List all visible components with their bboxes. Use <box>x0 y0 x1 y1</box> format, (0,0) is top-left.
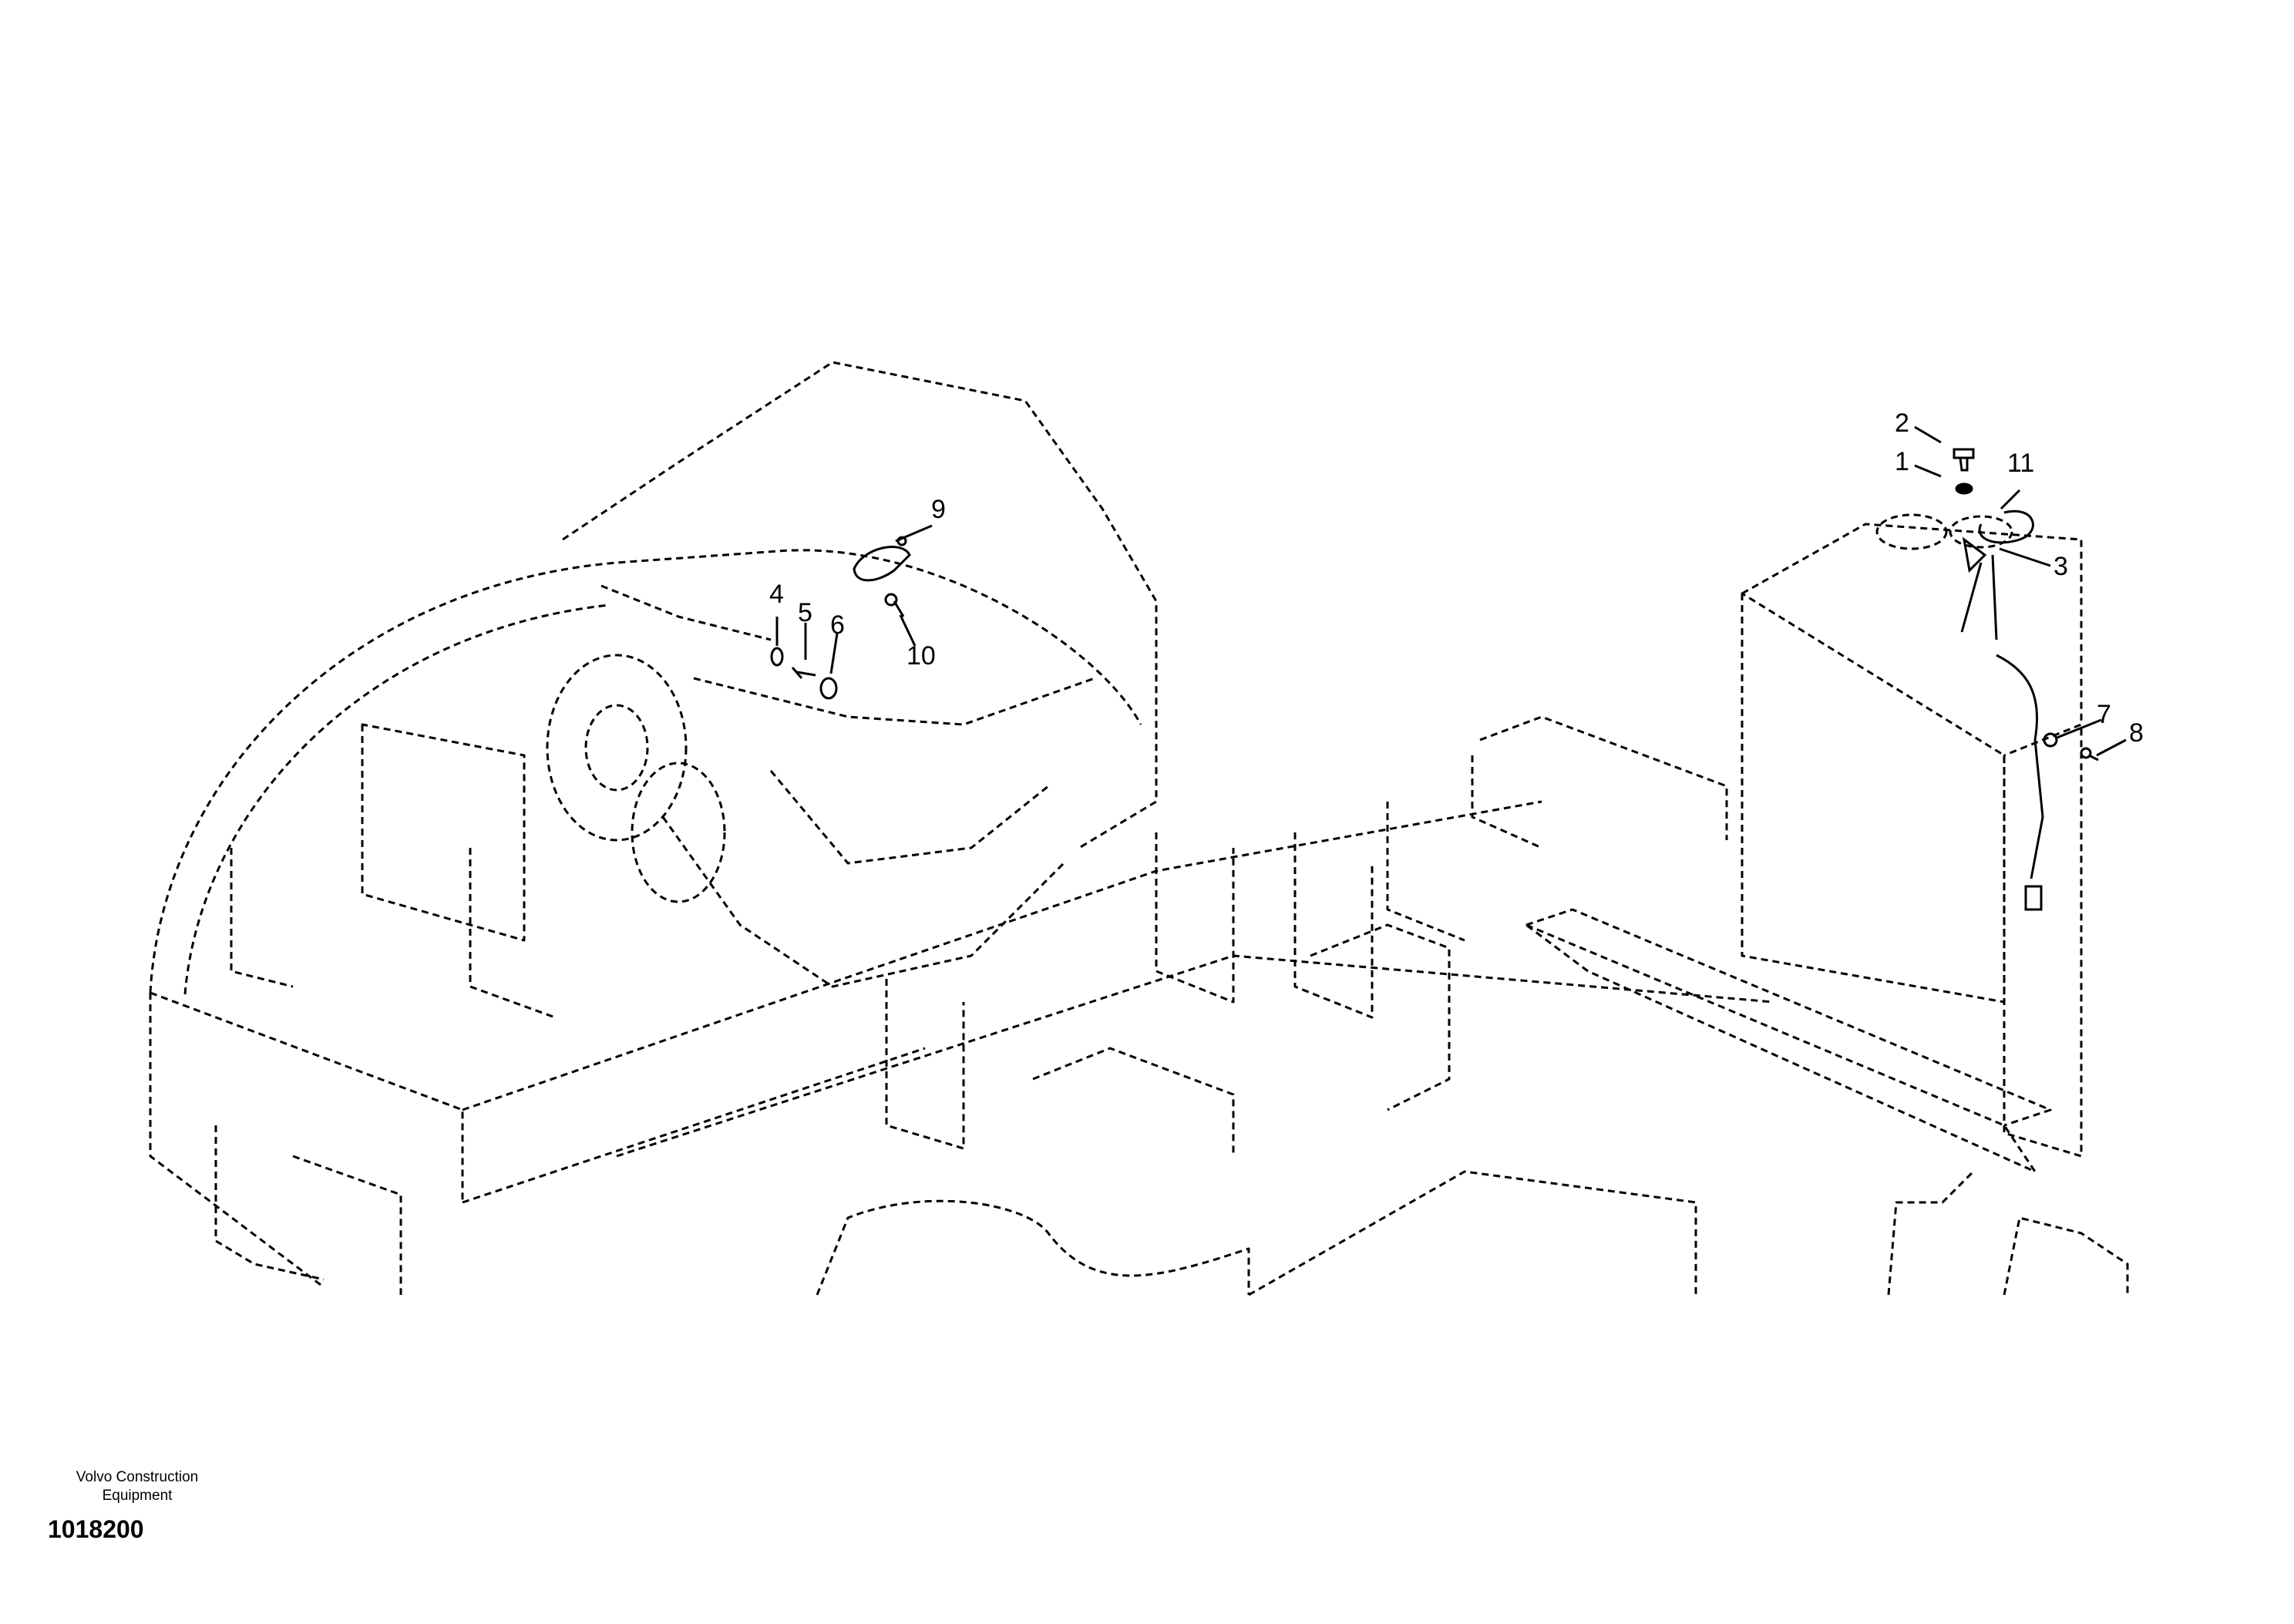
callout-1: 1 <box>1895 447 1909 476</box>
leader-line-3 <box>1999 547 2051 567</box>
leader-line-9 <box>895 524 933 543</box>
leader-lines <box>775 425 2127 757</box>
document-number: 1018200 <box>48 1515 144 1543</box>
callout-9: 9 <box>931 495 946 524</box>
callout-7: 7 <box>2097 700 2111 729</box>
leader-line-11 <box>2000 489 2021 510</box>
callout-labels: 2 1 11 3 7 8 9 4 5 6 10 <box>769 409 2144 748</box>
publisher-line-2: Equipment <box>102 1488 173 1504</box>
publisher-line-1: Volvo Construction <box>76 1469 199 1485</box>
callout-2: 2 <box>1895 409 1909 438</box>
machine-frame-outline <box>149 361 2129 1296</box>
callout-11: 11 <box>2007 449 2034 478</box>
callout-8: 8 <box>2129 718 2144 748</box>
callout-4: 4 <box>769 580 784 609</box>
leader-line-2 <box>1914 425 1942 444</box>
part-details <box>770 448 2099 911</box>
publisher-caption: Volvo Construction Equipment <box>37 1468 237 1505</box>
callout-3: 3 <box>2054 552 2068 581</box>
callout-10: 10 <box>906 641 936 671</box>
leader-line-8 <box>2096 738 2127 757</box>
callout-5: 5 <box>798 598 812 627</box>
callout-6: 6 <box>830 610 845 640</box>
leader-line-6 <box>829 633 839 674</box>
leader-line-10 <box>899 614 917 647</box>
leader-line-7 <box>2054 718 2102 740</box>
leader-line-1 <box>1914 464 1942 478</box>
